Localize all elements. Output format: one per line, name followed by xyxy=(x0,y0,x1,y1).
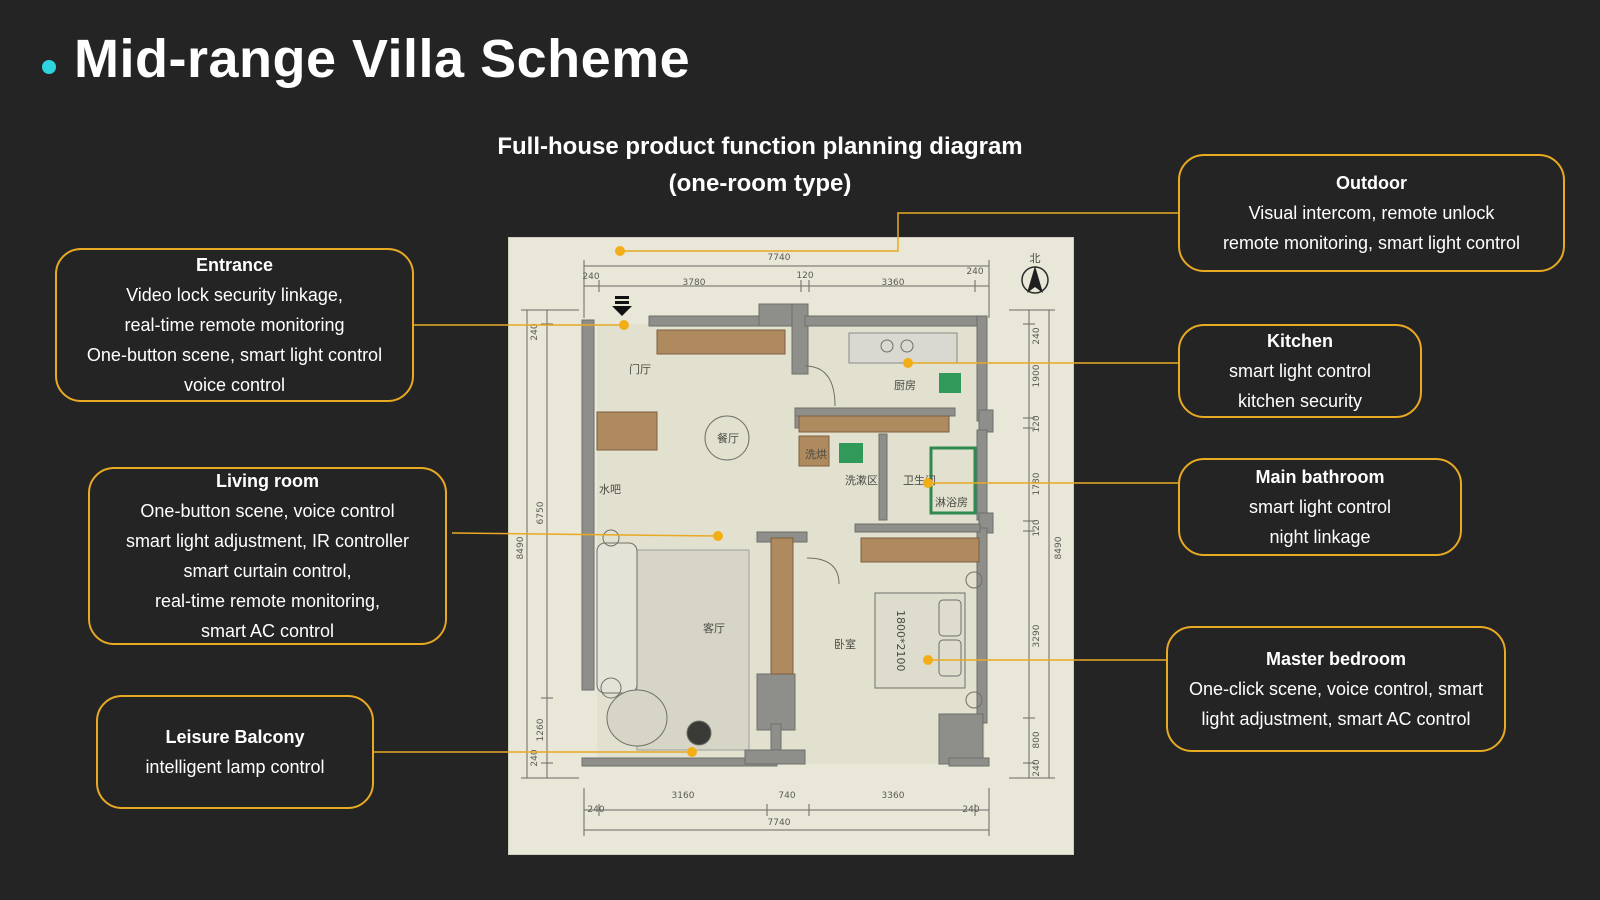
dim-bottom-seg-2: 3160 xyxy=(672,791,695,801)
dim-bottom-seg-5: 240 xyxy=(962,805,979,815)
north-arrow-icon xyxy=(1021,266,1049,294)
entrance-arrow-icon xyxy=(612,296,632,316)
anchor-dot-main-bathroom xyxy=(923,478,933,488)
title-bullet-dot xyxy=(42,60,56,74)
dim-right-seg-5: 120 xyxy=(1032,519,1042,536)
walls xyxy=(581,303,994,767)
callout-line: smart curtain control, xyxy=(183,561,352,581)
callout-line: Video lock security linkage, xyxy=(126,285,343,305)
room-label-water-bar: 水吧 xyxy=(599,483,621,496)
dim-bottom-seg-3: 740 xyxy=(778,791,795,801)
dim-left-total: 8490 xyxy=(516,536,526,559)
dim-top-seg-3: 120 xyxy=(796,271,813,281)
callout-entrance: Entrance Video lock security linkage, re… xyxy=(55,248,414,402)
callout-line: light adjustment, smart AC control xyxy=(1201,709,1471,729)
dim-right-seg-4: 1780 xyxy=(1032,472,1042,495)
dim-bottom-total: 7740 xyxy=(768,818,791,828)
dim-right-total: 8490 xyxy=(1054,536,1064,559)
anchor-dot-entrance xyxy=(619,320,629,330)
dim-right-seg-2: 1900 xyxy=(1032,364,1042,387)
callout-line: voice control xyxy=(183,375,286,395)
room-label-laundry: 洗烘 xyxy=(805,447,827,461)
callout-line: One-click scene, voice control, smart xyxy=(1188,679,1484,699)
callout-line: Visual intercom, remote unlock xyxy=(1248,203,1495,223)
diagram-subtitle-line1: Full-house product function planning dia… xyxy=(497,133,1023,160)
floor-plan-drawing: 7740 240 3780 120 3360 240 7740 240 3160… xyxy=(516,252,1064,836)
north-label: 北 xyxy=(1030,252,1041,265)
room-label-kitchen: 厨房 xyxy=(894,379,916,392)
callout-title: Leisure Balcony xyxy=(165,727,305,747)
bed-size-label: 1800*2100 xyxy=(894,610,907,672)
callout-leisure-balcony: Leisure Balcony intelligent lamp control xyxy=(96,695,374,809)
cabinets xyxy=(596,329,980,675)
dim-bottom-seg-1: 240 xyxy=(587,805,604,815)
dim-left-seg-1: 240 xyxy=(530,323,540,340)
room-label-shower: 淋浴房 xyxy=(935,496,968,509)
dim-left-seg-4: 240 xyxy=(530,749,540,766)
diagram-subtitle-line2: (one-room type) xyxy=(668,170,852,197)
callout-line: smart light control xyxy=(1248,497,1392,517)
callout-line: real-time remote monitoring, xyxy=(154,591,381,611)
callout-line: kitchen security xyxy=(1237,391,1363,411)
callout-title: Outdoor xyxy=(1336,173,1407,193)
callout-living-room: Living room One-button scene, voice cont… xyxy=(88,467,447,645)
room-label-entry: 门厅 xyxy=(629,362,651,376)
callout-title: Master bedroom xyxy=(1265,649,1407,669)
anchor-dot-master-bedroom xyxy=(923,655,933,665)
dim-right-seg-6: 3290 xyxy=(1032,624,1042,647)
anchor-dot-outdoor xyxy=(615,246,625,256)
dimension-lines xyxy=(521,260,1055,836)
callout-kitchen: Kitchen smart light control kitchen secu… xyxy=(1178,324,1422,418)
dim-right-seg-1: 240 xyxy=(1032,327,1042,344)
dim-top-seg-2: 3780 xyxy=(683,278,706,288)
floor-plan: 7740 240 3780 120 3360 240 7740 240 3160… xyxy=(508,237,1074,855)
callout-line: smart light adjustment, IR controller xyxy=(125,531,410,551)
callout-line: real-time remote monitoring xyxy=(124,315,345,335)
dim-right-seg-8: 240 xyxy=(1032,759,1042,776)
callout-line: smart light control xyxy=(1228,361,1372,381)
callout-line: remote monitoring, smart light control xyxy=(1222,233,1521,253)
dim-left-seg-3: 1260 xyxy=(536,718,546,741)
connector-outdoor xyxy=(620,212,1178,252)
room-label-bedroom: 卧室 xyxy=(834,637,856,651)
dim-top-seg-4: 3360 xyxy=(882,278,905,288)
dim-right-seg-3: 120 xyxy=(1032,415,1042,432)
callout-title: Living room xyxy=(216,471,319,491)
callout-title: Kitchen xyxy=(1266,331,1333,351)
dim-top-total: 7740 xyxy=(768,253,791,263)
dim-top-seg-1: 240 xyxy=(582,272,599,282)
callout-line: smart AC control xyxy=(200,621,335,641)
callout-title: Entrance xyxy=(195,255,274,275)
anchor-dot-kitchen xyxy=(903,358,913,368)
anchor-dot-leisure-balcony xyxy=(687,747,697,757)
callout-line: intelligent lamp control xyxy=(145,757,325,777)
dim-right-seg-7: 800 xyxy=(1032,731,1042,748)
room-label-dining: 餐厅 xyxy=(717,431,739,445)
dim-bottom-seg-4: 3360 xyxy=(882,791,905,801)
callout-title: Main bathroom xyxy=(1255,467,1385,487)
dim-left-seg-2: 6750 xyxy=(536,501,546,524)
callout-line: One-button scene, voice control xyxy=(140,501,395,521)
furniture xyxy=(596,339,983,747)
callout-outdoor: Outdoor Visual intercom, remote unlock r… xyxy=(1178,154,1565,272)
callout-line: One-button scene, smart light control xyxy=(86,345,383,365)
anchor-dot-living-room xyxy=(713,531,723,541)
room-label-wash: 洗漱区 xyxy=(845,474,878,487)
room-label-living: 客厅 xyxy=(703,621,725,635)
callout-main-bathroom: Main bathroom smart light control night … xyxy=(1178,458,1462,556)
callout-line: night linkage xyxy=(1269,527,1371,547)
page-title: Mid-range Villa Scheme xyxy=(74,29,691,89)
connector-living-room xyxy=(451,532,719,537)
dim-top-seg-5: 240 xyxy=(966,267,983,277)
callout-master-bedroom: Master bedroom One-click scene, voice co… xyxy=(1166,626,1506,752)
